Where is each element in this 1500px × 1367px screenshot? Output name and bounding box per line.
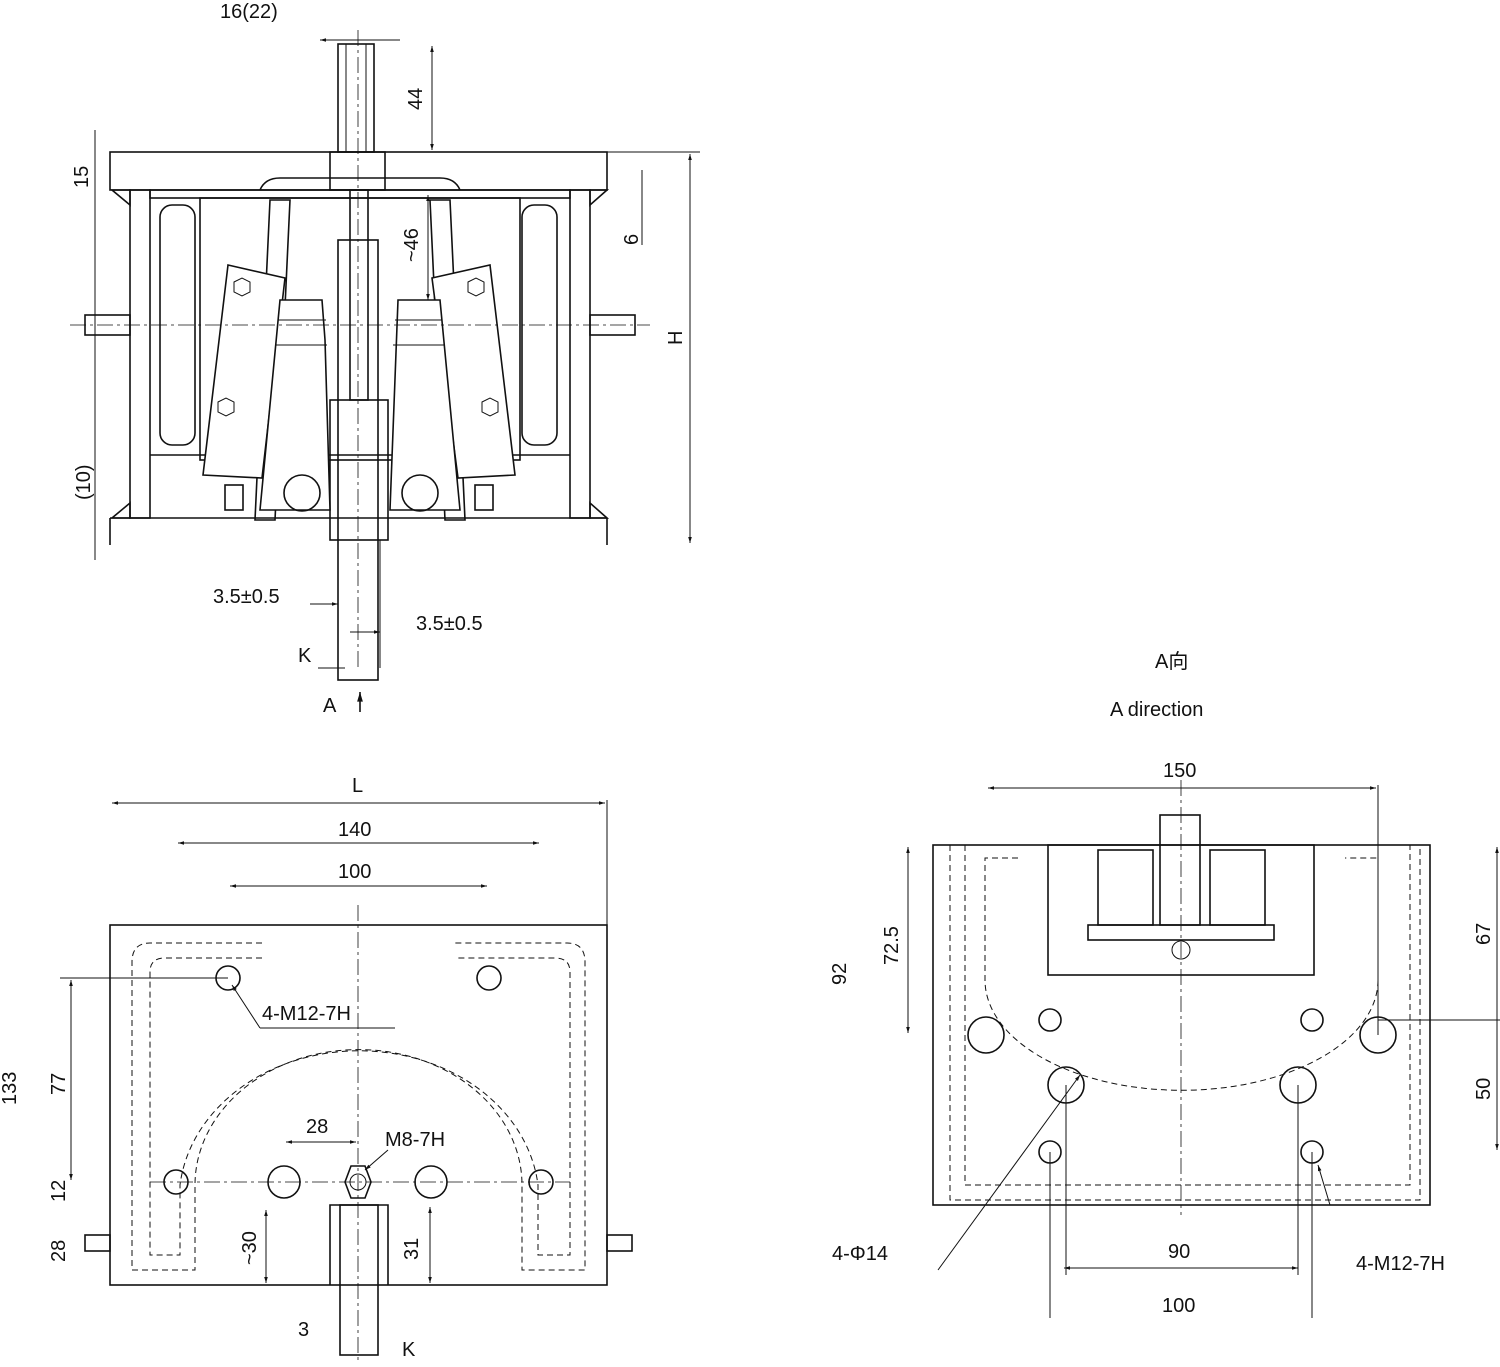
dim-hole-span-outer: 140: [338, 819, 371, 841]
dim-clearance-left: 3.5±0.5: [213, 586, 280, 608]
section-mark-k-plan: K: [402, 1339, 416, 1361]
dim-67: 67: [1473, 923, 1495, 945]
dim-small-span: 28: [306, 1116, 328, 1138]
section-mark-k: K: [298, 645, 312, 667]
dim-plate-thickness: 15: [71, 166, 93, 188]
dim-depth: 133: [0, 1072, 21, 1105]
dim-hole-span-inner: 100: [338, 861, 371, 883]
view-title-cn: A向: [1155, 650, 1188, 673]
left-wedge-plate: [202, 264, 286, 479]
dim-31: 31: [401, 1238, 423, 1260]
front-view: 16(22) 44 15 ~46 6 H (10) 3.5±0.5 3.5±0.…: [70, 1, 700, 717]
view-title-en: A direction: [1110, 699, 1203, 721]
dim-offset-12: 12: [48, 1180, 70, 1202]
dim-span-100: 100: [1162, 1295, 1195, 1317]
adjust-nut: [337, 43, 375, 153]
dim-bottom-gap: (10): [73, 464, 95, 500]
dim-approx-30: ~30: [239, 1231, 261, 1265]
dim-3: 3: [298, 1319, 309, 1341]
dim-bottom-28: 28: [48, 1240, 70, 1262]
view-mark-a: A: [323, 695, 337, 717]
dim-nut-height: 44: [405, 88, 427, 110]
dim-span-90: 90: [1168, 1241, 1190, 1263]
dim-50: 50: [1473, 1078, 1495, 1100]
dim-clearance-right: 3.5±0.5: [416, 613, 483, 635]
a-direction-view: A向 A direction 150 92 72.5 67 50 4-Φ14 9…: [829, 650, 1500, 1318]
label-through-holes: 4-Φ14: [832, 1243, 888, 1265]
label-center-thread: M8-7H: [385, 1129, 445, 1151]
dim-92: 92: [829, 963, 851, 985]
dim-72-5: 72.5: [881, 926, 903, 965]
plan-view: L 140 100 4-M12-7H 133 77 28 M8-7H 12 28…: [0, 775, 633, 1361]
dim-shaft-width: 16(22): [220, 1, 278, 23]
dim-width-150: 150: [1163, 760, 1196, 782]
label-thread-holes-a: 4-M12-7H: [1356, 1253, 1445, 1275]
dim-wedge-travel: ~46: [401, 228, 423, 262]
label-thread-holes: 4-M12-7H: [262, 1003, 351, 1025]
dim-gap-top: 6: [621, 234, 643, 245]
dim-hole-offset: 77: [48, 1073, 70, 1095]
dim-height: H: [665, 331, 687, 345]
dim-length: L: [352, 775, 363, 797]
